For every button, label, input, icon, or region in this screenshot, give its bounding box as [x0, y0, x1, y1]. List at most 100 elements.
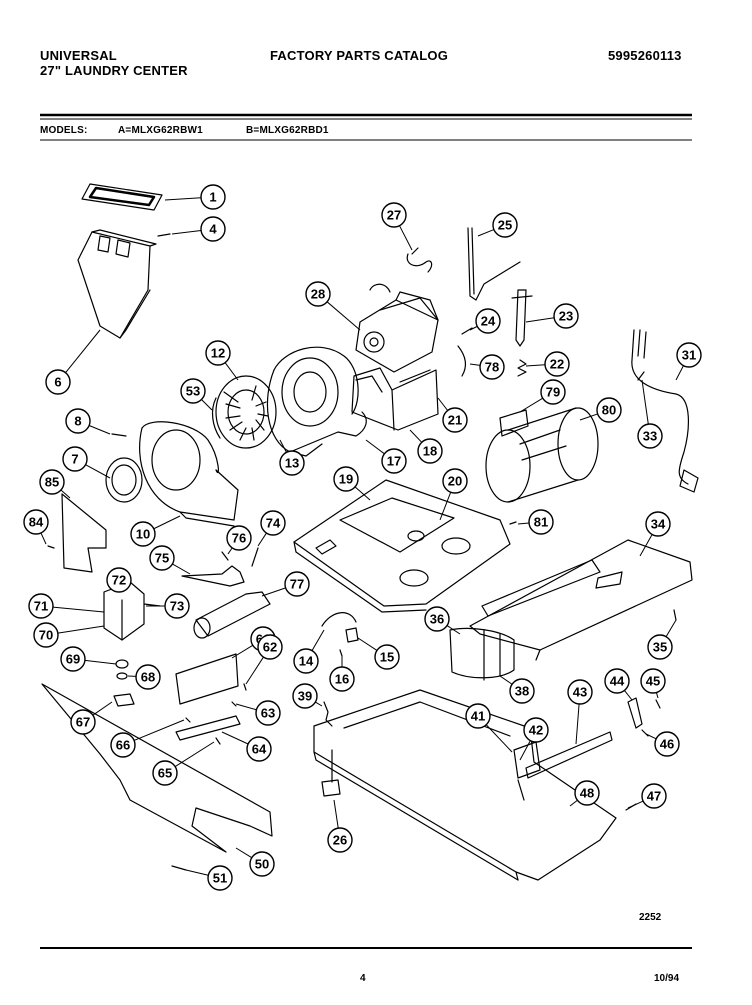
- callout-51: 51: [185, 865, 233, 891]
- callout-number-78: 78: [485, 360, 499, 375]
- callout-16: 16: [329, 656, 355, 692]
- callout-circle-64: [246, 736, 272, 762]
- callout-number-26: 26: [333, 833, 347, 848]
- rod-25: [467, 227, 521, 301]
- callout-circle-41: [465, 703, 491, 729]
- callout-72: 72: [106, 567, 132, 593]
- callout-circle-26: [327, 827, 353, 853]
- callout-circle-76: [226, 525, 252, 551]
- callout-number-27: 27: [387, 208, 401, 223]
- callout-circle-50: [249, 851, 275, 877]
- callout-number-79: 79: [546, 385, 560, 400]
- callout-77: 77: [261, 571, 310, 597]
- callout-number-22: 22: [550, 357, 564, 372]
- callout-number-62: 62: [263, 640, 277, 655]
- callout-circle-19: [333, 466, 359, 492]
- callout-70: 70: [33, 622, 105, 648]
- callout-number-21: 21: [448, 413, 462, 428]
- model-b: B=MLXG62RBD1: [246, 125, 329, 136]
- callout-number-43: 43: [573, 685, 587, 700]
- belt-53: [211, 397, 221, 439]
- callout-number-38: 38: [515, 684, 529, 699]
- callout-number-80: 80: [602, 403, 616, 418]
- fan-housing: [139, 421, 239, 527]
- callout-number-51: 51: [213, 871, 227, 886]
- callout-leader-33: [641, 379, 649, 425]
- callout-circle-51: [207, 865, 233, 891]
- callout-circle-25: [492, 212, 518, 238]
- callout-leader-7: [85, 464, 111, 479]
- callout-circle-48: [574, 780, 600, 806]
- callout-leader-44: [624, 690, 633, 701]
- callout-circle-79: [540, 379, 566, 405]
- callout-39: 39: [292, 683, 323, 709]
- callout-number-46: 46: [660, 737, 674, 752]
- callout-circle-20: [442, 468, 468, 494]
- callout-leader-64: [221, 731, 249, 745]
- callout-leader-65: [174, 741, 215, 768]
- callout-circle-4: [200, 216, 226, 242]
- screw-39: [323, 701, 333, 727]
- callout-leader-6: [65, 329, 101, 373]
- callout-number-77: 77: [290, 577, 304, 592]
- callout-circle-18: [417, 438, 443, 464]
- callout-leader-25: [477, 229, 495, 237]
- callout-leader-8: [88, 425, 111, 435]
- callout-circle-46: [654, 731, 680, 757]
- callout-circle-65: [152, 760, 178, 786]
- callout-19: 19: [333, 466, 371, 501]
- brand-label: UNIVERSAL: [40, 48, 117, 63]
- callout-leader-63: [235, 703, 257, 711]
- callout-leader-78: [469, 363, 481, 366]
- screw-65: [215, 737, 221, 745]
- drive-motor: [355, 283, 439, 373]
- callout-75: 75: [149, 545, 191, 575]
- callout-71: 71: [28, 593, 105, 619]
- callout-27: 27: [381, 202, 413, 251]
- callout-number-1: 1: [209, 190, 216, 205]
- spring-22: [517, 359, 527, 377]
- callout-circle-81: [528, 509, 554, 535]
- callout-number-72: 72: [112, 573, 126, 588]
- callout-leader-41: [485, 724, 513, 753]
- callout-leader-81: [517, 522, 530, 525]
- callout-number-33: 33: [643, 429, 657, 444]
- callout-28: 28: [305, 281, 361, 331]
- screw-51: [171, 865, 187, 871]
- callout-number-74: 74: [266, 516, 281, 531]
- callout-31: 31: [675, 342, 702, 381]
- callout-leader-67: [92, 701, 113, 716]
- callout-leader-18: [409, 429, 423, 443]
- callout-21: 21: [437, 397, 468, 433]
- callout-leader-45: [655, 692, 659, 699]
- callout-leader-62: [245, 656, 264, 685]
- callout-1: 1: [164, 184, 226, 210]
- callout-34: 34: [639, 511, 671, 557]
- callout-leader-12: [224, 362, 239, 381]
- callout-leader-14: [311, 629, 325, 651]
- callout-number-16: 16: [335, 672, 349, 687]
- callout-number-48: 48: [580, 786, 594, 801]
- lint-filter-frame: [81, 183, 163, 211]
- callout-circle-66: [110, 732, 136, 758]
- screw-24: [461, 327, 473, 335]
- callout-number-73: 73: [170, 599, 184, 614]
- front-panel-50: [41, 683, 273, 853]
- callout-leader-66: [133, 719, 185, 741]
- callout-number-17: 17: [387, 454, 401, 469]
- callout-number-53: 53: [186, 384, 200, 399]
- callout-47: 47: [627, 783, 667, 809]
- callout-number-63: 63: [261, 706, 275, 721]
- callout-leader-48: [569, 799, 578, 807]
- callout-leader-75: [172, 563, 191, 575]
- callout-number-68: 68: [141, 670, 155, 685]
- callout-circle-36: [424, 606, 450, 632]
- page-number: 4: [360, 973, 366, 984]
- screw-35: [673, 609, 677, 621]
- callout-number-12: 12: [211, 346, 225, 361]
- callout-leader-24: [469, 325, 478, 331]
- callout-63: 63: [235, 700, 281, 726]
- bracket-23: [515, 289, 527, 347]
- callout-69: 69: [60, 646, 117, 672]
